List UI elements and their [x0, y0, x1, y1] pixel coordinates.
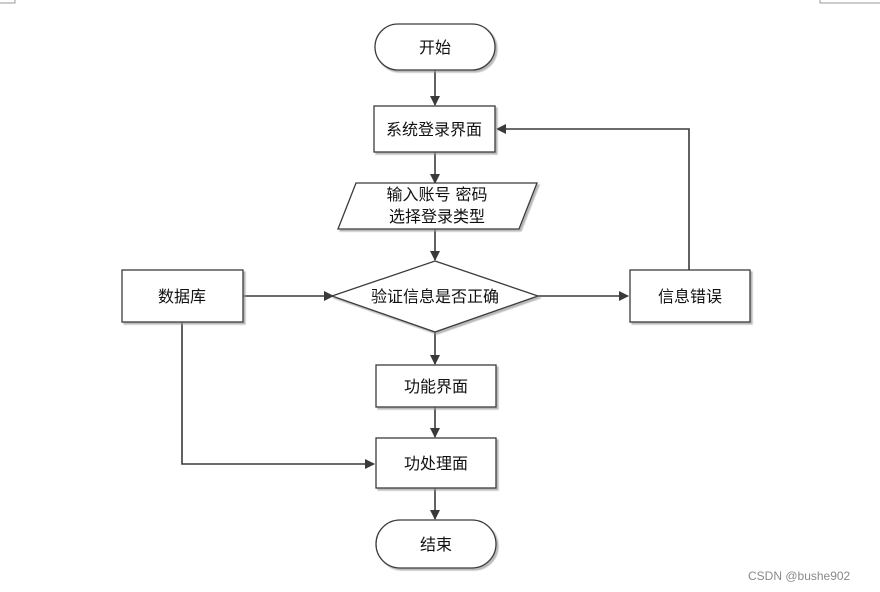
watermark: CSDN @bushe902 [748, 569, 851, 583]
node-error: 信息错误 [629, 269, 751, 323]
verify-label: 验证信息是否正确 [371, 287, 499, 306]
end-label: 结束 [420, 535, 452, 554]
arrow-error-to-login [496, 124, 690, 270]
node-input: 输入账号 密码 选择登录类型 [337, 182, 538, 230]
input-label-line2: 选择登录类型 [389, 207, 485, 226]
node-process: 功处理面 [375, 437, 497, 489]
arrow-database-to-process [181, 322, 375, 469]
node-database: 数据库 [121, 269, 244, 323]
login-label: 系统登录界面 [386, 120, 482, 139]
node-end: 结束 [375, 519, 497, 569]
node-login: 系统登录界面 [373, 105, 496, 153]
input-label-line1: 输入账号 密码 [386, 185, 487, 204]
error-label: 信息错误 [658, 287, 722, 306]
start-label: 开始 [419, 38, 451, 57]
function-ui-label: 功能界面 [404, 377, 468, 396]
node-function-ui: 功能界面 [375, 364, 497, 408]
page-corner-marks [0, 0, 880, 4]
connectors [181, 70, 690, 520]
database-label: 数据库 [158, 287, 206, 306]
node-verify: 验证信息是否正确 [330, 260, 540, 333]
process-label: 功处理面 [404, 454, 468, 473]
node-start: 开始 [374, 23, 496, 71]
